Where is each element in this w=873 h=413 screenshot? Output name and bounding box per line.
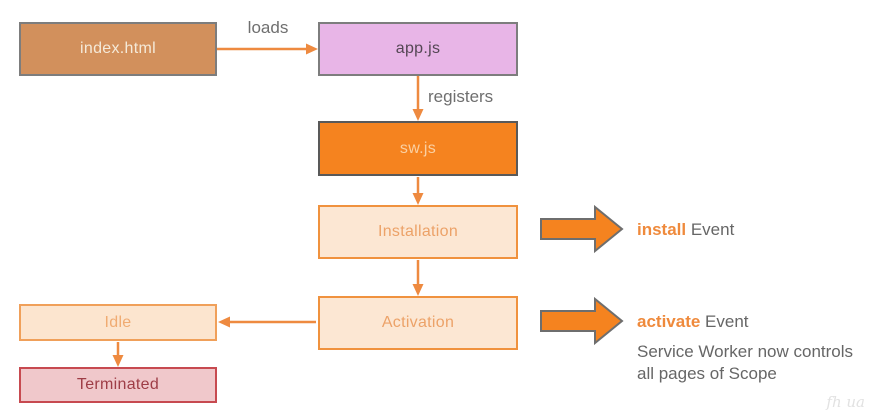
arrow-installation-to-activation-head-icon xyxy=(412,284,424,296)
scope-description-line1: Service Worker now controls xyxy=(637,342,854,361)
activate-rest: Event xyxy=(700,312,749,331)
arrow-sw-to-installation-head-icon xyxy=(412,193,424,205)
node-installation: Installation xyxy=(318,205,518,259)
node-sw-js: sw.js xyxy=(318,121,518,176)
install-block-arrow-icon xyxy=(540,204,624,254)
install-event-annotation: install Event xyxy=(637,220,734,240)
arrow-loads-head-icon xyxy=(306,43,318,55)
node-terminated: Terminated xyxy=(19,367,217,403)
edge-label-loads: loads xyxy=(247,18,289,37)
node-index-html-label: index.html xyxy=(80,40,156,57)
node-terminated-label: Terminated xyxy=(76,376,160,393)
arrow-idle-to-terminated-head-icon xyxy=(112,355,124,367)
scope-description-line2: all pages of Scope xyxy=(637,364,777,383)
node-activation: Activation xyxy=(318,296,518,350)
node-installation-label: Installation xyxy=(377,223,459,240)
arrow-registers-head-icon xyxy=(412,109,424,121)
activate-keyword: activate xyxy=(637,312,701,331)
activate-block-arrow-icon xyxy=(540,296,624,346)
scope-description: Service Worker now controls all pages of… xyxy=(637,341,867,385)
node-sw-js-label: sw.js xyxy=(399,139,437,157)
node-activation-label: Activation xyxy=(381,314,455,331)
node-idle: Idle xyxy=(19,304,217,341)
arrow-activation-to-idle-head-icon xyxy=(218,316,230,328)
watermark-logo: fh ua xyxy=(826,393,865,411)
node-idle-label: Idle xyxy=(104,313,132,331)
install-keyword: install xyxy=(637,220,687,239)
install-rest: Event xyxy=(686,220,735,239)
edge-label-registers: registers xyxy=(428,87,494,106)
node-index-html: index.html xyxy=(19,22,217,76)
node-app-js: app.js xyxy=(318,22,518,76)
node-app-js-label: app.js xyxy=(395,40,441,57)
activate-event-annotation: activate Event xyxy=(637,312,749,332)
